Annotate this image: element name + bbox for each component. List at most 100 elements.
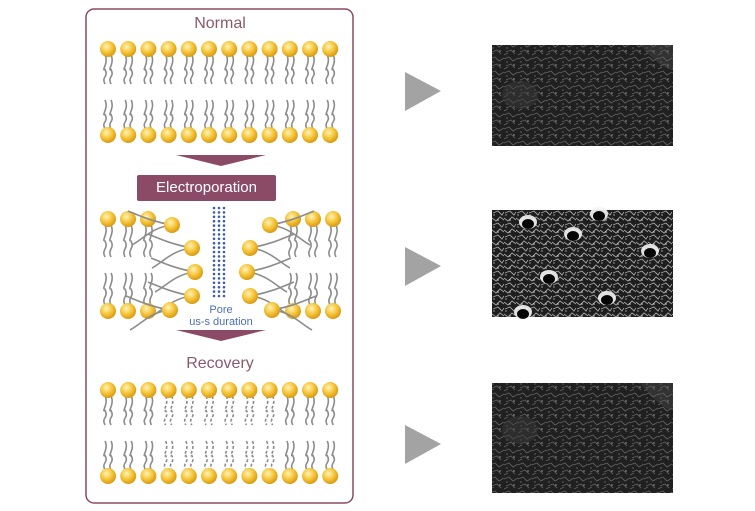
lipid-head: [221, 382, 238, 398]
lipid-tail: [270, 99, 275, 130]
pore-dot: [217, 241, 221, 245]
lipid-tail: [183, 440, 188, 471]
lipid-tail: [308, 224, 312, 258]
pore-hole: [517, 309, 529, 319]
lipid-tail: [210, 395, 214, 426]
pore-dot: [217, 285, 221, 289]
lipid-head: [100, 41, 116, 57]
pore-dot: [217, 206, 221, 210]
lipid-tail: [250, 99, 255, 130]
lipid-tail: [290, 440, 295, 471]
lipid-tail: [325, 395, 330, 426]
lipid-head: [120, 41, 137, 57]
lipid-tail: [290, 99, 295, 130]
lipid-tail: [264, 54, 269, 85]
pore-dot: [222, 268, 226, 271]
lipid-tail: [123, 272, 127, 306]
pore-dot: [212, 219, 216, 223]
lipid-head: [180, 382, 197, 398]
lipid-tail: [183, 99, 188, 130]
pore-dot: [222, 277, 226, 280]
pore-dot: [212, 290, 216, 293]
lipid-head: [241, 41, 258, 57]
pore-dot: [217, 233, 221, 236]
lipid-tail: [250, 54, 255, 85]
normal-bilayer: [100, 41, 339, 143]
pore-dot: [217, 281, 221, 285]
lipid-head: [221, 41, 238, 57]
lipid-head: [140, 41, 157, 57]
right-arrow-icon: [405, 425, 441, 464]
lipid-head: [201, 382, 217, 398]
lipid-tail: [331, 395, 336, 426]
lipid-tail: [244, 440, 249, 471]
lipid-head: [160, 468, 177, 484]
pore-dot: [222, 215, 226, 219]
pore-dot: [217, 272, 221, 276]
lipid-head: [242, 288, 258, 304]
lipid-tail: [204, 440, 208, 471]
lipid-head: [120, 468, 137, 484]
lipid-tail: [189, 54, 194, 85]
lipid-tail: [244, 99, 249, 130]
pore-dot: [217, 259, 221, 263]
lipid-tail: [224, 54, 229, 85]
lipid-tail: [230, 440, 235, 471]
down-arrow-2: [176, 330, 266, 341]
pore-dot: [212, 233, 216, 236]
pore-hole: [593, 211, 605, 221]
pore-dot: [217, 219, 221, 223]
lipid-head: [322, 468, 339, 484]
lipid-tail: [264, 99, 269, 130]
lipid-tail: [328, 272, 332, 306]
label-recovery: Recovery: [186, 355, 254, 372]
lipid-head: [239, 264, 255, 280]
lipid-tail: [311, 54, 315, 85]
lipid-tail: [288, 272, 292, 306]
lipid-tail: [143, 395, 148, 426]
pore-dot: [222, 211, 226, 214]
pore-dot: [217, 277, 221, 280]
pore-dot: [217, 228, 221, 232]
pore-dot: [222, 228, 226, 232]
pore-dot: [212, 211, 216, 214]
lipid-head: [325, 303, 341, 319]
lipid-head: [261, 127, 278, 143]
pore-dot: [212, 263, 216, 267]
lipid-tail: [143, 440, 148, 471]
pore-label: Pore us-s duration: [176, 304, 266, 328]
lipid-tail: [149, 440, 154, 471]
pore-dot: [212, 241, 216, 245]
pore-dot: [217, 255, 221, 258]
lipid-tail: [325, 54, 330, 85]
lipid-tail: [284, 440, 289, 471]
lipid-tail: [103, 440, 107, 471]
lipid-head: [302, 382, 318, 398]
pore-dot: [222, 219, 226, 223]
lipid-tail: [334, 224, 338, 258]
lipid-tail: [270, 395, 275, 426]
lipid-head: [242, 240, 258, 256]
lipid-head: [180, 127, 197, 143]
lipid-tail: [224, 440, 229, 471]
pore-dot: [217, 294, 221, 298]
lipid-head: [281, 127, 298, 143]
lipid-head: [201, 41, 217, 57]
pore-dot: [222, 224, 226, 227]
lipid-tail: [284, 54, 289, 85]
lipid-tail: [109, 54, 113, 85]
lipid-tail: [149, 99, 154, 130]
lipid-tail: [103, 99, 107, 130]
lipid-head: [180, 468, 197, 484]
pore-dot: [222, 241, 226, 245]
lipid-tail: [123, 440, 128, 471]
lipid-tail: [314, 224, 318, 258]
pore-dot: [212, 259, 216, 263]
pore-dot: [222, 259, 226, 263]
lipid-tail: [294, 272, 298, 306]
lipid-tail: [103, 224, 107, 258]
lipid-tail: [163, 54, 168, 85]
lipid-tail: [264, 395, 269, 426]
lipid-tail: [250, 395, 255, 426]
lipid-head: [261, 382, 278, 398]
